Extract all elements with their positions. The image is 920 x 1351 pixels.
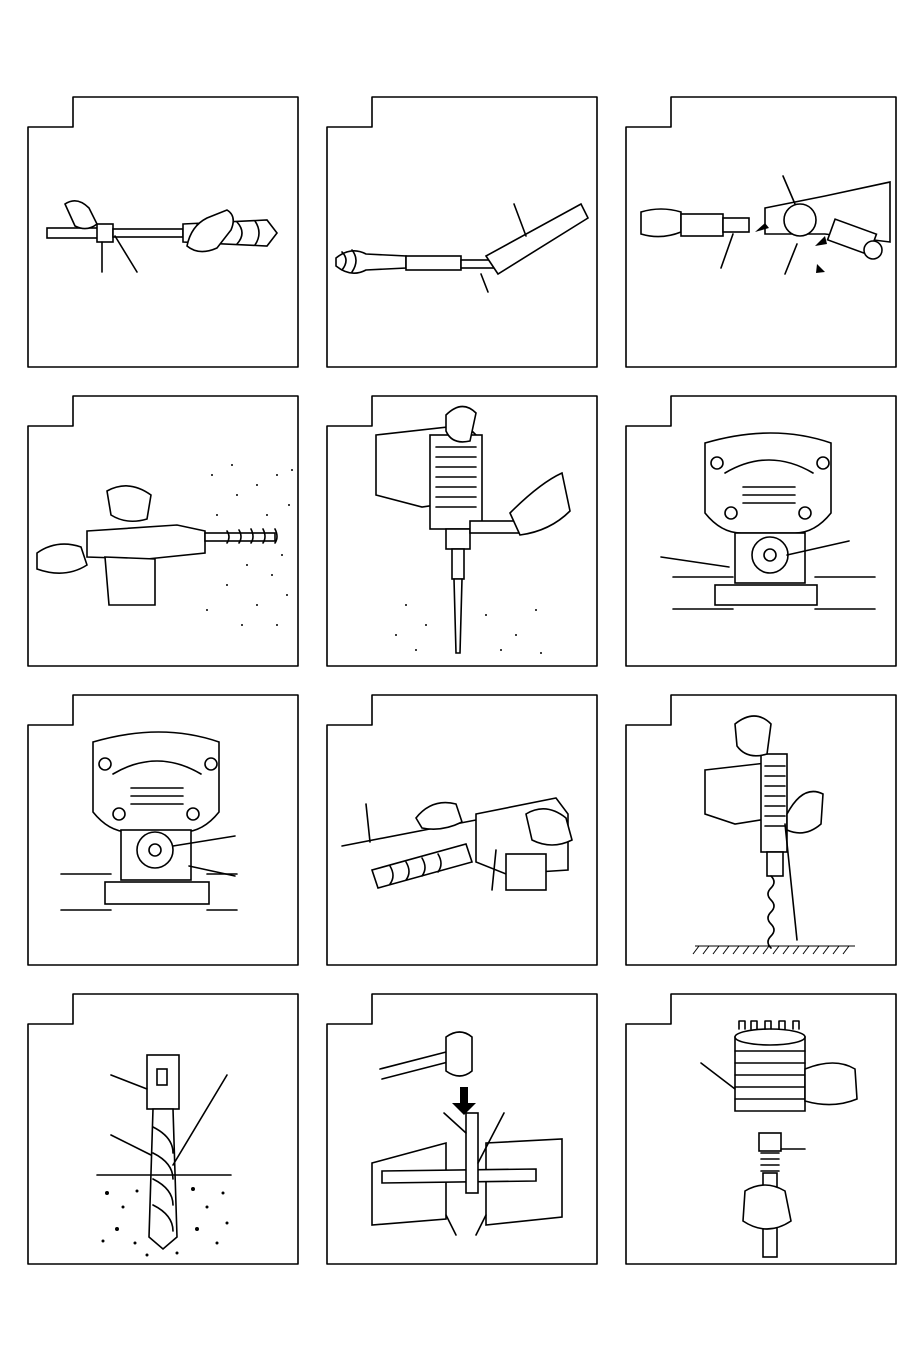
figure-panel-6 [625, 395, 897, 667]
bit-in-concrete-illustration [27, 993, 299, 1265]
figure-panel-3 [625, 96, 897, 368]
figure-panel-11 [326, 993, 598, 1265]
core-bit-adapter-illustration [625, 993, 897, 1265]
insert-bit-chuck-illustration [625, 96, 897, 368]
hammer-drill-horizontal-illustration [27, 395, 299, 667]
mode-switch-dial-illustration [625, 395, 897, 667]
grease-bit-shank-illustration [27, 96, 299, 368]
figure-panel-2 [326, 96, 598, 368]
figure-panel-1 [27, 96, 299, 368]
figure-panel-4 [27, 395, 299, 667]
figure-panel-8 [326, 694, 598, 966]
figure-panel-5 [326, 395, 598, 667]
depth-gauge-rod-illustration [326, 694, 598, 966]
drilling-floor-illustration [625, 694, 897, 966]
chisel-downward-illustration [326, 395, 598, 667]
grease-tube-illustration [326, 96, 598, 368]
cotter-removal-illustration [326, 993, 598, 1265]
figure-panel-9 [625, 694, 897, 966]
mode-switch-dial-alt-illustration [27, 694, 299, 966]
figure-panel-12 [625, 993, 897, 1265]
figure-panel-7 [27, 694, 299, 966]
figure-panel-10 [27, 993, 299, 1265]
